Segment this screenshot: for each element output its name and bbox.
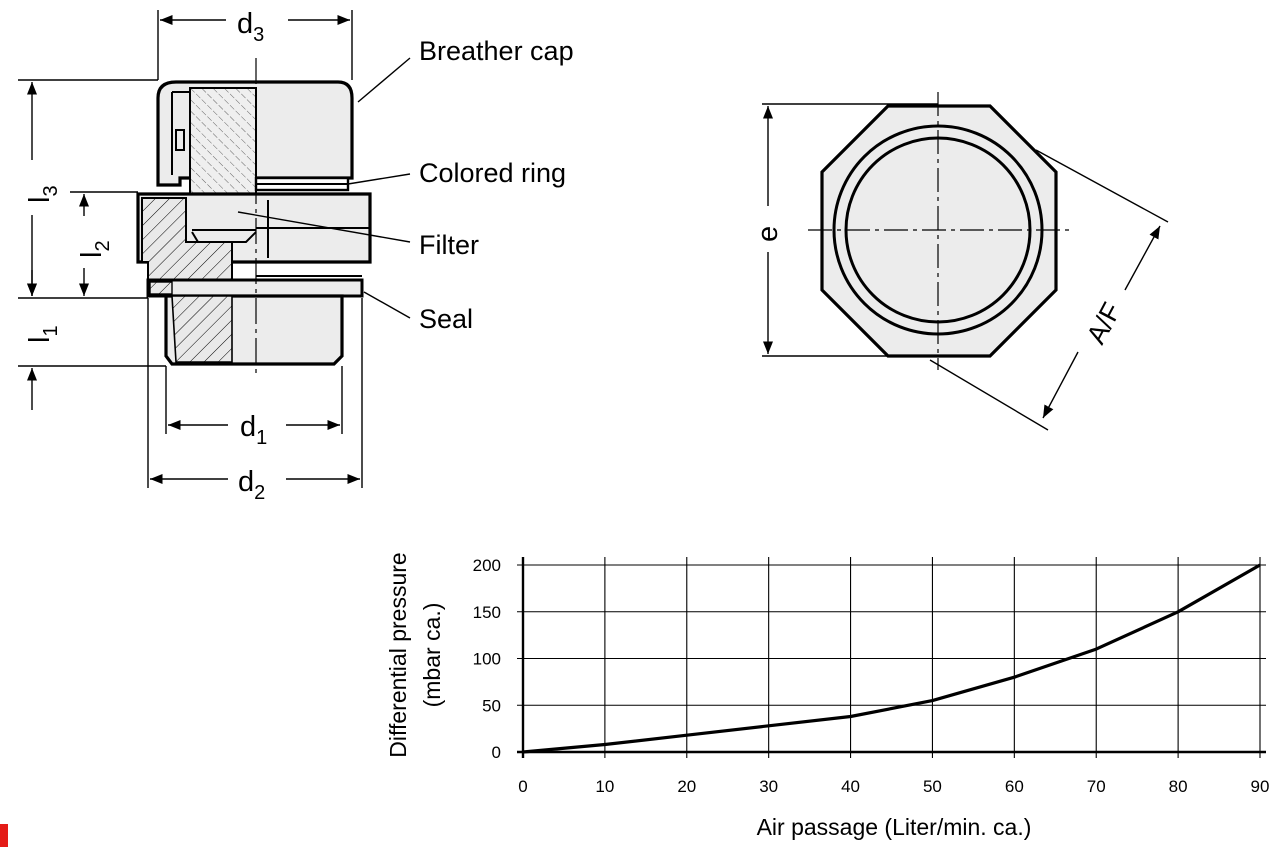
x-tick-label: 20 [677, 777, 696, 796]
x-tick-label: 10 [595, 777, 614, 796]
dim-l2: l2 [76, 240, 114, 258]
x-tick-label: 0 [518, 777, 527, 796]
corner-marker [0, 824, 8, 847]
label-seal: Seal [419, 304, 473, 334]
label-filter: Filter [419, 230, 479, 260]
label-colored-ring: Colored ring [419, 158, 566, 188]
y-tick-label: 200 [473, 556, 501, 575]
chart-ylabel-line1: Differential pressure [385, 552, 411, 757]
dim-l3: l3 [24, 185, 62, 203]
dim-d1: d1 [240, 411, 267, 449]
x-tick-label: 80 [1169, 777, 1188, 796]
y-tick-label: 150 [473, 603, 501, 622]
dim-d3: d3 [237, 8, 264, 46]
dim-e: e [752, 226, 784, 242]
y-tick-label: 0 [492, 743, 501, 762]
pressure-chart: 0 10 20 30 40 50 60 70 80 90 0 50 100 150 200 Air pass… [385, 552, 1269, 840]
x-tick-label: 90 [1251, 777, 1270, 796]
x-tick-label: 50 [923, 777, 942, 796]
x-tick-label: 30 [759, 777, 778, 796]
x-tick-label: 60 [1005, 777, 1024, 796]
section-view: d3 d1 d2 l3 l2 l1 Breath [18, 8, 574, 504]
top-view: e A/F [752, 92, 1169, 431]
chart-grid [517, 557, 1266, 758]
y-tick-label: 100 [473, 650, 501, 669]
dim-af: A/F [1081, 298, 1127, 349]
chart-tick-labels: 0 10 20 30 40 50 60 70 80 90 0 50 100 150 200 [473, 556, 1270, 796]
y-tick-label: 50 [482, 696, 501, 715]
x-tick-label: 70 [1087, 777, 1106, 796]
label-breather-cap: Breather cap [419, 36, 574, 66]
chart-ylabel-line2: (mbar ca.) [419, 603, 445, 708]
chart-series [522, 563, 1261, 754]
dim-l1: l1 [24, 325, 62, 343]
series-line [522, 563, 1261, 754]
dim-d2: d2 [238, 466, 265, 504]
seal-shape [146, 278, 364, 298]
chart-xlabel: Air passage (Liter/min. ca.) [757, 814, 1032, 840]
x-tick-label: 40 [841, 777, 860, 796]
